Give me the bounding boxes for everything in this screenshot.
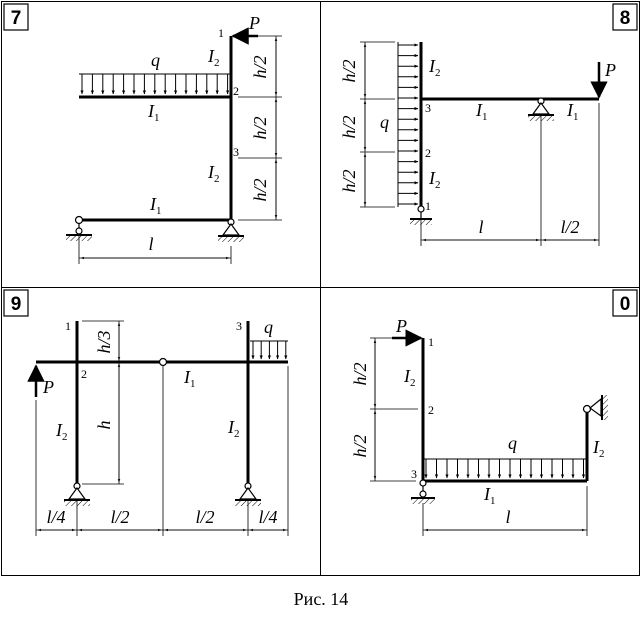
force-label: P (42, 377, 54, 397)
panel-tag: 7 (11, 8, 22, 29)
node-label: 1 (428, 335, 434, 349)
dimension-lines (360, 41, 600, 246)
member-stiffness-label: I2 (207, 162, 220, 185)
panel-tag-box (3, 289, 29, 317)
node-label: 2 (425, 146, 431, 160)
load-label: q (508, 433, 517, 453)
distributed-load (397, 42, 419, 207)
distributed-load (79, 73, 231, 95)
node-label: 3 (425, 101, 431, 115)
member-stiffness-label: I2 (207, 46, 220, 69)
member-stiffness-label: I1 (183, 367, 196, 390)
member-stiffness-label: I1 (483, 484, 496, 507)
dimension-label: l/4 (46, 507, 65, 527)
figure-caption: Рис. 14 (294, 589, 349, 609)
dimension-label: h/2 (339, 115, 359, 138)
dimension-arrows (373, 339, 586, 532)
panel-7: 7 P q 1 2 3 I2 I1 I2 I1 (3, 3, 282, 264)
member-stiffness-label: I2 (428, 56, 441, 79)
dimension-label: l/2 (110, 507, 129, 527)
member-stiffness-label: I2 (428, 168, 441, 191)
node-label: 3 (236, 319, 242, 333)
pin-support (64, 482, 90, 506)
panel-9: 9 P q 1 2 3 I1 I2 I2 (3, 289, 289, 536)
force-label: P (395, 316, 407, 336)
distributed-load (423, 458, 587, 479)
dimension-label: h/2 (250, 55, 270, 78)
dimension-arrows (80, 37, 278, 260)
wall-pin-support (582, 395, 608, 420)
member-stiffness-label: I2 (592, 437, 605, 460)
member-stiffness-label: I1 (149, 194, 162, 217)
dimension-label: h/2 (250, 178, 270, 201)
node-label: 2 (428, 403, 434, 417)
dimension-label: l/4 (258, 507, 277, 527)
roller-support (528, 97, 554, 121)
load-label: q (264, 317, 273, 337)
member-stiffness-label: I2 (55, 420, 68, 443)
dimension-label: h/2 (350, 362, 370, 385)
panel-8: 8 P q 3 2 1 I2 I1 I1 I2 (339, 3, 638, 246)
hinge-support (411, 479, 435, 504)
dimension-label: l (505, 507, 510, 527)
panel-0: 0 P q 1 2 3 I2 I2 I1 (350, 289, 638, 536)
pin-support (218, 218, 244, 242)
dimension-label: l/2 (195, 507, 214, 527)
node-label: 3 (411, 467, 417, 481)
dimension-label: h/2 (350, 434, 370, 457)
member-stiffness-label: I1 (147, 101, 160, 124)
dimension-label: h/2 (250, 116, 270, 139)
dimension-label: h/3 (94, 330, 114, 353)
node-label: 3 (233, 145, 239, 159)
panel-tag: 0 (620, 294, 631, 315)
dimension-label: l (148, 234, 153, 254)
member-stiffness-label: I2 (403, 366, 416, 389)
panel-tag-box (3, 3, 29, 31)
node-label: 2 (233, 84, 239, 98)
hinge-support (66, 215, 92, 241)
load-label: q (151, 50, 160, 70)
load-label: q (380, 112, 389, 132)
panel-grid (1, 1, 640, 576)
dimension-arrows (363, 43, 598, 242)
member-stiffness-label: I1 (566, 100, 579, 123)
dimension-label: l (478, 217, 483, 237)
dimension-label: h/2 (339, 169, 359, 192)
panel-tag: 8 (620, 8, 631, 29)
distributed-load (250, 340, 288, 360)
panel-tag-box (612, 289, 638, 317)
internal-hinge (158, 357, 168, 367)
dimension-label: l/2 (560, 217, 579, 237)
panel-tag: 9 (11, 294, 22, 315)
force-label: P (604, 60, 616, 80)
node-label: 1 (425, 199, 431, 213)
node-label: 1 (218, 26, 224, 40)
member-stiffness-label: I2 (227, 417, 240, 440)
panel-tag-box (612, 3, 638, 31)
force-label: P (248, 13, 260, 33)
node-label: 2 (81, 367, 87, 381)
pin-support (235, 482, 261, 506)
dimension-arrows (37, 322, 287, 532)
fixed-pin-support (410, 205, 432, 225)
dimension-label: h/2 (339, 59, 359, 82)
member-stiffness-label: I1 (475, 100, 488, 123)
node-label: 1 (65, 319, 71, 333)
dimension-label: h (94, 421, 114, 430)
dimension-lines (370, 337, 588, 536)
